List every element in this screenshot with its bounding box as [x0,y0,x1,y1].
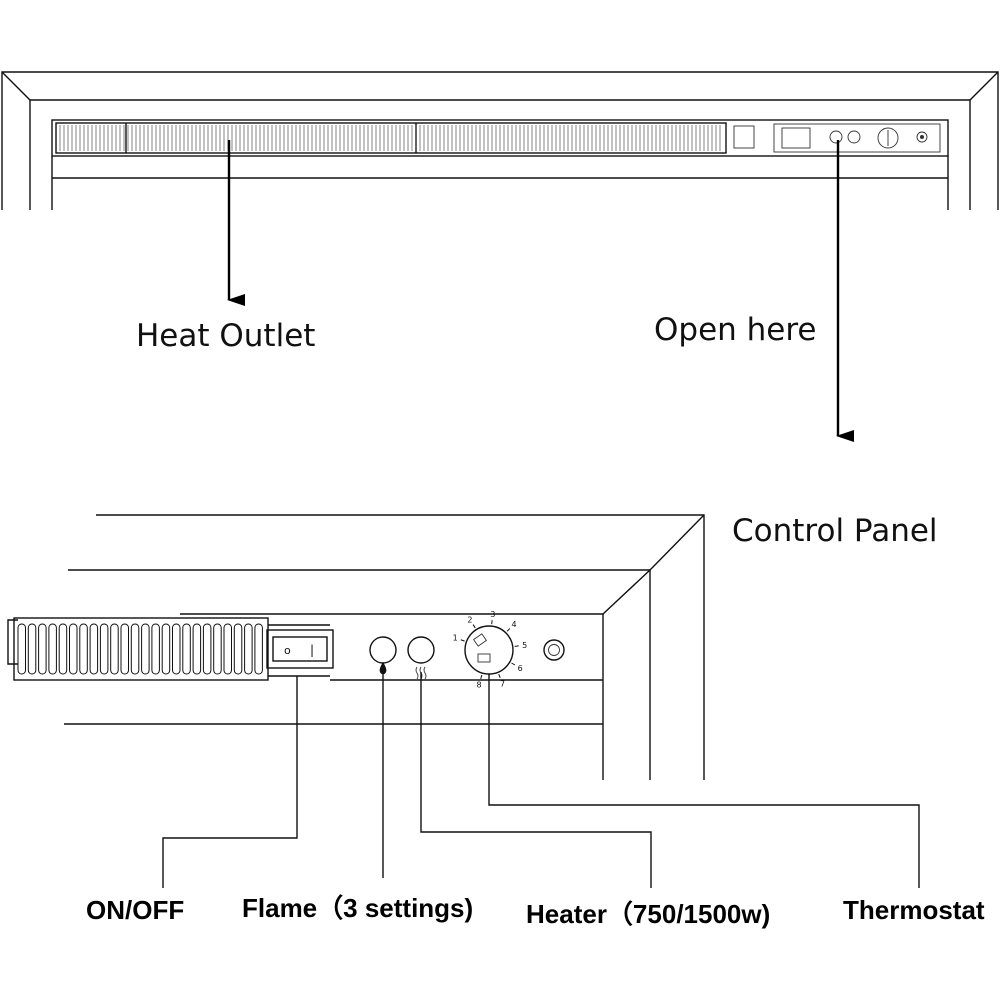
grille-fin [17,623,26,675]
grille-fin [120,623,129,675]
dial-tick [460,639,465,642]
on-off-label: ON/OFF [86,895,184,925]
grille-fin [58,623,68,675]
control-panel-title: Control Panel [732,513,938,549]
top-heater-button [847,130,861,144]
dial-number: 4 [511,620,516,629]
panel-frame [64,514,705,780]
grille-fin [182,623,191,675]
grille-fin [141,623,150,675]
flame-button[interactable] [369,636,397,664]
grille-fin [69,623,78,675]
grille-fin [172,623,181,675]
top-indicator-light [916,131,928,143]
flame-icon [379,662,387,675]
grille-fin [48,623,57,675]
switch-on-glyph: | [310,643,314,657]
dial-number: 5 [522,641,527,650]
grille-fin [233,623,243,675]
grille-fin [89,623,99,675]
panel-heat-grille [7,617,330,681]
top-thermostat-dial [877,127,899,149]
dial-tick [498,673,501,679]
dial-scale: 1 2 3 4 5 6 7 8 [453,610,528,689]
dial-tick [514,645,519,647]
flame-label: Flame（3 settings) [242,893,473,923]
top-switch [781,127,811,149]
heater-button[interactable] [407,636,435,664]
thermostat-leader [488,674,920,888]
dial-tick [511,662,516,666]
dial-tick [506,628,511,632]
open-here-label: Open here [654,312,817,348]
grille-fin [192,623,202,675]
grille-fin [99,623,109,675]
thermostat-label: Thermostat [843,895,985,925]
grille-fin [223,623,232,675]
grille-fin [79,623,88,675]
grille-fin [161,623,171,675]
dial-number: 2 [467,615,472,624]
top-vent-block [733,125,755,149]
indicator-light [543,639,565,661]
heater-leader [420,672,652,888]
grille-fin [130,623,140,675]
dial-number: 3 [490,610,495,619]
grille-fin [151,623,160,675]
grille-fin [27,623,37,675]
grille-fin [38,623,47,675]
dial-number: 8 [477,681,482,690]
grille-fin [202,623,212,675]
heater-label: Heater（750/1500w) [526,899,770,929]
on-off-switch[interactable]: o | [266,629,334,669]
top-control-strip [733,123,941,153]
heat-outlet-label: Heat Outlet [136,318,315,354]
grille-fin [244,623,253,675]
dial-tick [480,674,483,679]
thermostat-dial[interactable] [464,625,514,675]
top-flame-button [829,130,843,144]
dial-number: 6 [518,664,523,673]
grille-fin [213,623,222,675]
grille-fin [254,623,263,675]
grille-fin [110,623,119,675]
top-heat-grille [55,122,727,154]
dial-number: 1 [453,634,458,643]
switch-off-glyph: o [284,644,291,657]
dial-tick [472,624,476,629]
dial-number: 7 [500,679,505,688]
top-frame [1,71,999,210]
on-off-leader [162,676,298,888]
